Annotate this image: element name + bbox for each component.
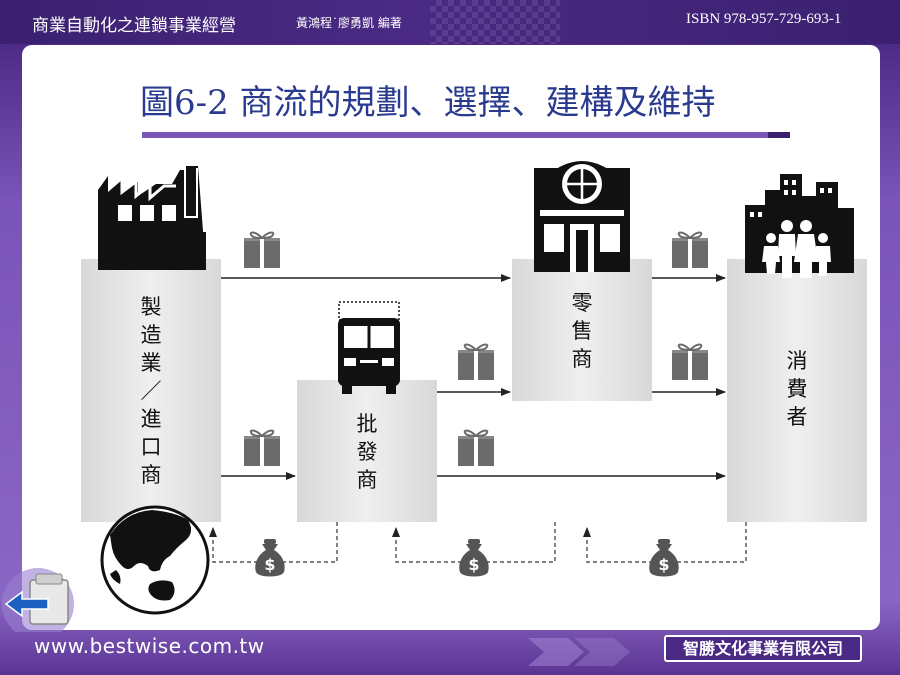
- node-manufacturer-label: 製造業／進口商: [140, 295, 162, 487]
- node-manufacturer: 製造業／進口商: [81, 259, 221, 522]
- footer-url[interactable]: www.bestwise.com.tw: [34, 634, 265, 658]
- node-wholesaler-label: 批發商: [356, 412, 378, 492]
- book-title: 商業自動化之連鎖事業經營: [32, 16, 236, 36]
- gift-box-icon: [243, 429, 281, 467]
- money-symbol: $: [658, 555, 669, 574]
- node-retailer-label: 零售商: [571, 291, 593, 371]
- node-consumer: 消費者: [727, 259, 867, 522]
- node-consumer-label: 消費者: [786, 349, 808, 429]
- globe-icon: [100, 505, 210, 615]
- footer-arrows-decoration: [528, 638, 630, 666]
- title-underline-accent: [768, 132, 790, 138]
- slide-title: 圖6-2 商流的規劃、選擇、建構及維持: [140, 83, 716, 123]
- city-family-icon: [745, 174, 854, 278]
- arrow-left-icon: [4, 590, 49, 618]
- book-authors: 黃鴻程˙廖勇凱 編著: [296, 16, 402, 30]
- truck-icon: [338, 301, 400, 394]
- store-icon: [534, 161, 630, 272]
- gift-box-icon: [671, 231, 709, 269]
- back-button[interactable]: [0, 552, 75, 632]
- title-underline: [142, 132, 790, 138]
- book-isbn: ISBN 978-957-729-693-1: [686, 11, 842, 27]
- node-retailer: 零售商: [512, 259, 652, 401]
- gift-box-icon: [457, 343, 495, 381]
- header-bar: [0, 0, 900, 44]
- money-symbol: $: [468, 555, 479, 574]
- gift-box-icon: [243, 231, 281, 269]
- publisher-badge: 智勝文化事業有限公司: [664, 635, 862, 662]
- node-wholesaler: 批發商: [297, 380, 437, 522]
- factory-icon: [98, 166, 206, 270]
- money-symbol: $: [264, 555, 275, 574]
- gift-box-icon: [457, 429, 495, 467]
- header-pattern: [430, 0, 560, 44]
- gift-box-icon: [671, 343, 709, 381]
- folder-tab-icon: [35, 573, 63, 585]
